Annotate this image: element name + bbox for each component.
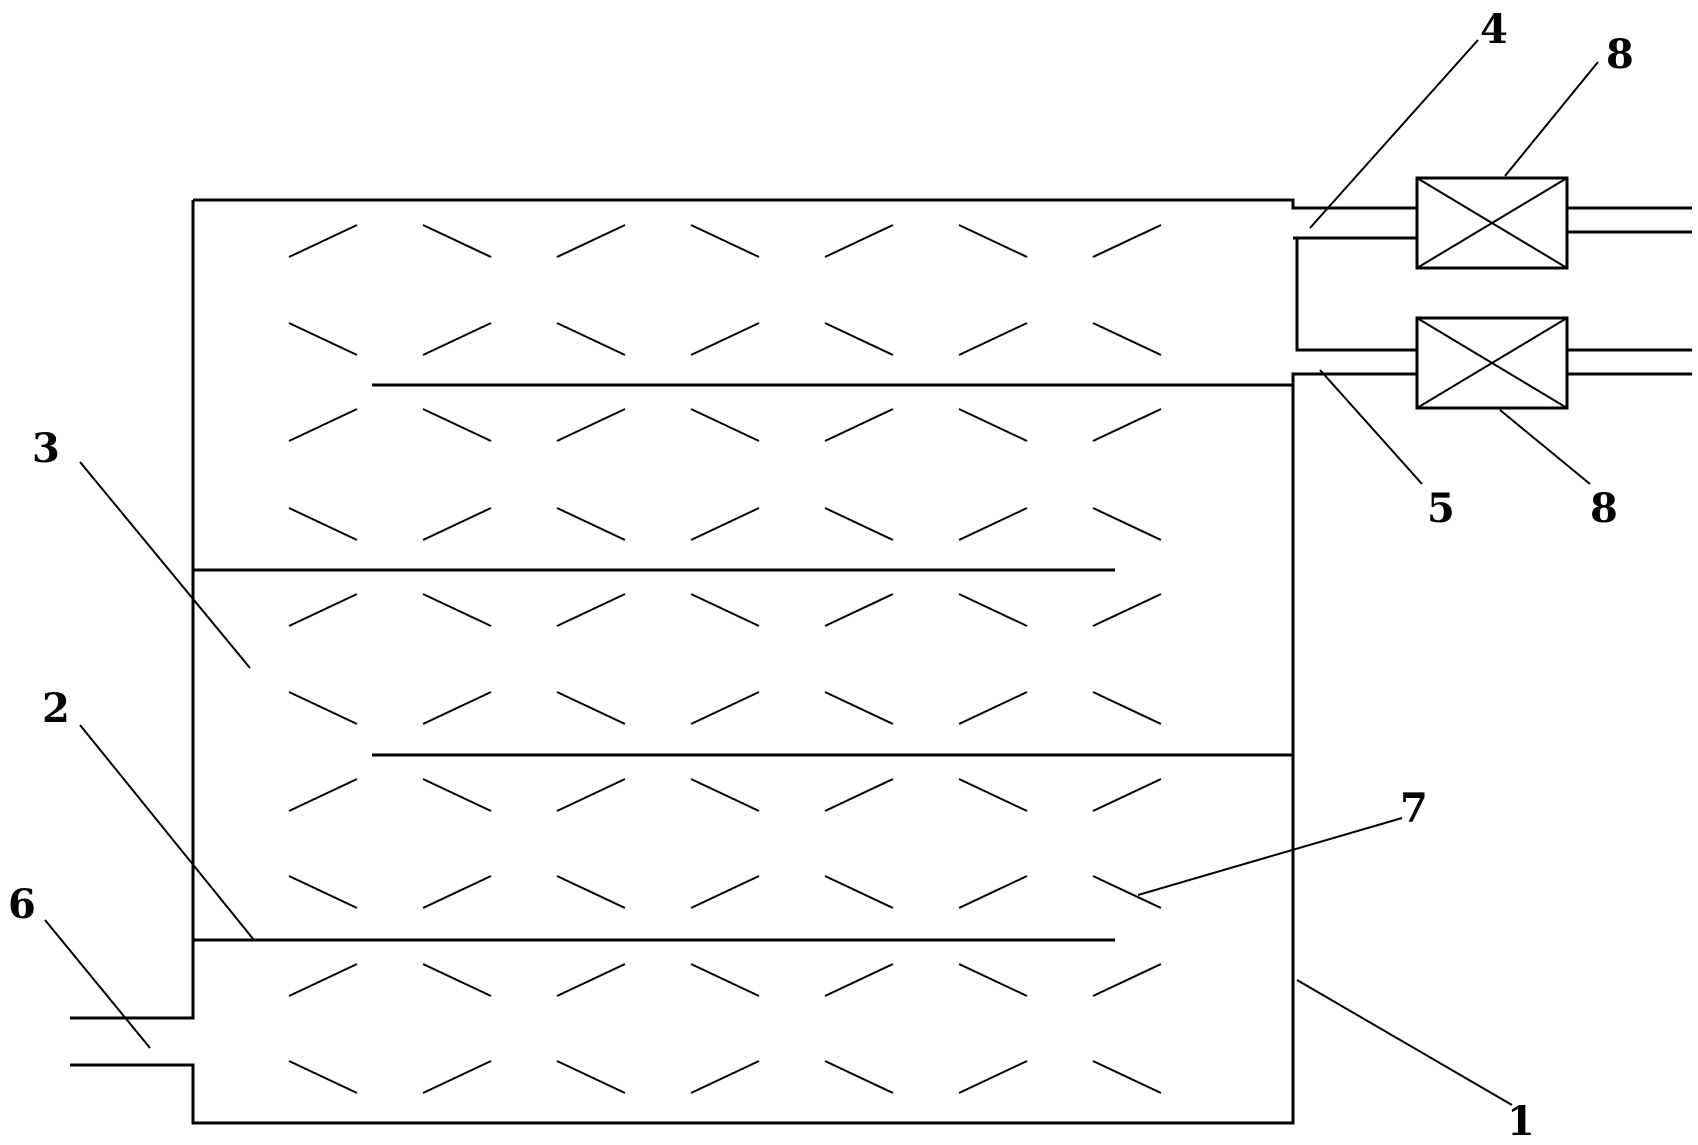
valve-upper	[1415, 176, 1569, 270]
packing-element	[556, 593, 626, 627]
label-4: 4	[1480, 6, 1508, 53]
leader-8b	[1499, 409, 1591, 485]
label-8a: 8	[1606, 31, 1634, 78]
packing-element	[288, 507, 358, 541]
packing-element	[288, 778, 358, 812]
packing-element	[556, 224, 626, 258]
packing-element	[824, 691, 894, 725]
leader-1	[1296, 979, 1513, 1106]
leader-3	[79, 461, 251, 669]
packing-element	[958, 691, 1028, 725]
packing-element	[690, 963, 760, 997]
packing-element	[690, 1060, 760, 1094]
packing-element	[288, 963, 358, 997]
packing-element	[1092, 593, 1162, 627]
label-2: 2	[42, 685, 70, 732]
packing-element	[288, 1060, 358, 1094]
packing-element	[690, 778, 760, 812]
leader-4	[1309, 39, 1479, 229]
packing-element	[422, 224, 492, 258]
packing-element	[958, 778, 1028, 812]
packing-element	[690, 507, 760, 541]
packing-element	[824, 1060, 894, 1094]
packing-element	[690, 875, 760, 909]
packing-elements	[288, 224, 1162, 1094]
packing-element	[556, 963, 626, 997]
packing-element	[556, 1060, 626, 1094]
packing-element	[556, 322, 626, 356]
packing-element	[958, 224, 1028, 258]
packing-element	[288, 224, 358, 258]
packing-element	[958, 1060, 1028, 1094]
leader-7	[1137, 817, 1403, 896]
packing-element	[690, 224, 760, 258]
label-3: 3	[32, 425, 60, 472]
packing-element	[958, 963, 1028, 997]
packing-element	[690, 691, 760, 725]
label-8b: 8	[1590, 485, 1618, 532]
packing-element	[556, 691, 626, 725]
packing-element	[556, 507, 626, 541]
packing-element	[690, 322, 760, 356]
vessel-outline	[70, 198, 1417, 1125]
packing-element	[1092, 322, 1162, 356]
packing-element	[824, 507, 894, 541]
packing-element	[288, 593, 358, 627]
packing-element	[1092, 875, 1162, 909]
packing-element	[422, 507, 492, 541]
packing-element	[556, 875, 626, 909]
packing-element	[422, 963, 492, 997]
label-7: 7	[1400, 785, 1428, 832]
packing-element	[824, 224, 894, 258]
packing-element	[958, 507, 1028, 541]
packing-element	[1092, 778, 1162, 812]
packing-element	[422, 408, 492, 442]
leader-2	[79, 724, 255, 941]
packing-element	[824, 408, 894, 442]
packing-element	[958, 408, 1028, 442]
packing-element	[1092, 507, 1162, 541]
label-5: 5	[1427, 485, 1455, 532]
leader-6	[44, 919, 151, 1049]
packing-element	[422, 322, 492, 356]
packing-element	[824, 322, 894, 356]
packing-element	[690, 593, 760, 627]
packing-element	[288, 691, 358, 725]
packing-element	[1092, 1060, 1162, 1094]
label-6: 6	[8, 881, 36, 928]
packing-element	[824, 875, 894, 909]
packing-element	[824, 593, 894, 627]
label-1: 1	[1507, 1098, 1535, 1145]
packing-element	[422, 593, 492, 627]
packing-element	[958, 322, 1028, 356]
packing-element	[824, 963, 894, 997]
pipe-right-upper	[1567, 206, 1692, 234]
packing-element	[288, 408, 358, 442]
packing-element	[422, 875, 492, 909]
leader-5	[1319, 369, 1423, 485]
packing-element	[958, 593, 1028, 627]
packing-element	[288, 322, 358, 356]
packing-element	[422, 691, 492, 725]
packing-element	[556, 778, 626, 812]
packing-element	[690, 408, 760, 442]
packing-element	[1092, 691, 1162, 725]
leader-8a	[1504, 61, 1599, 177]
packing-element	[1092, 224, 1162, 258]
packing-element	[1092, 408, 1162, 442]
packing-element	[824, 778, 894, 812]
packing-element	[422, 778, 492, 812]
packing-element	[556, 408, 626, 442]
packing-element	[422, 1060, 492, 1094]
pipe-right-lower	[1567, 348, 1692, 376]
packing-element	[288, 875, 358, 909]
valve-lower	[1415, 316, 1569, 410]
packing-element	[958, 875, 1028, 909]
packing-element	[1092, 963, 1162, 997]
